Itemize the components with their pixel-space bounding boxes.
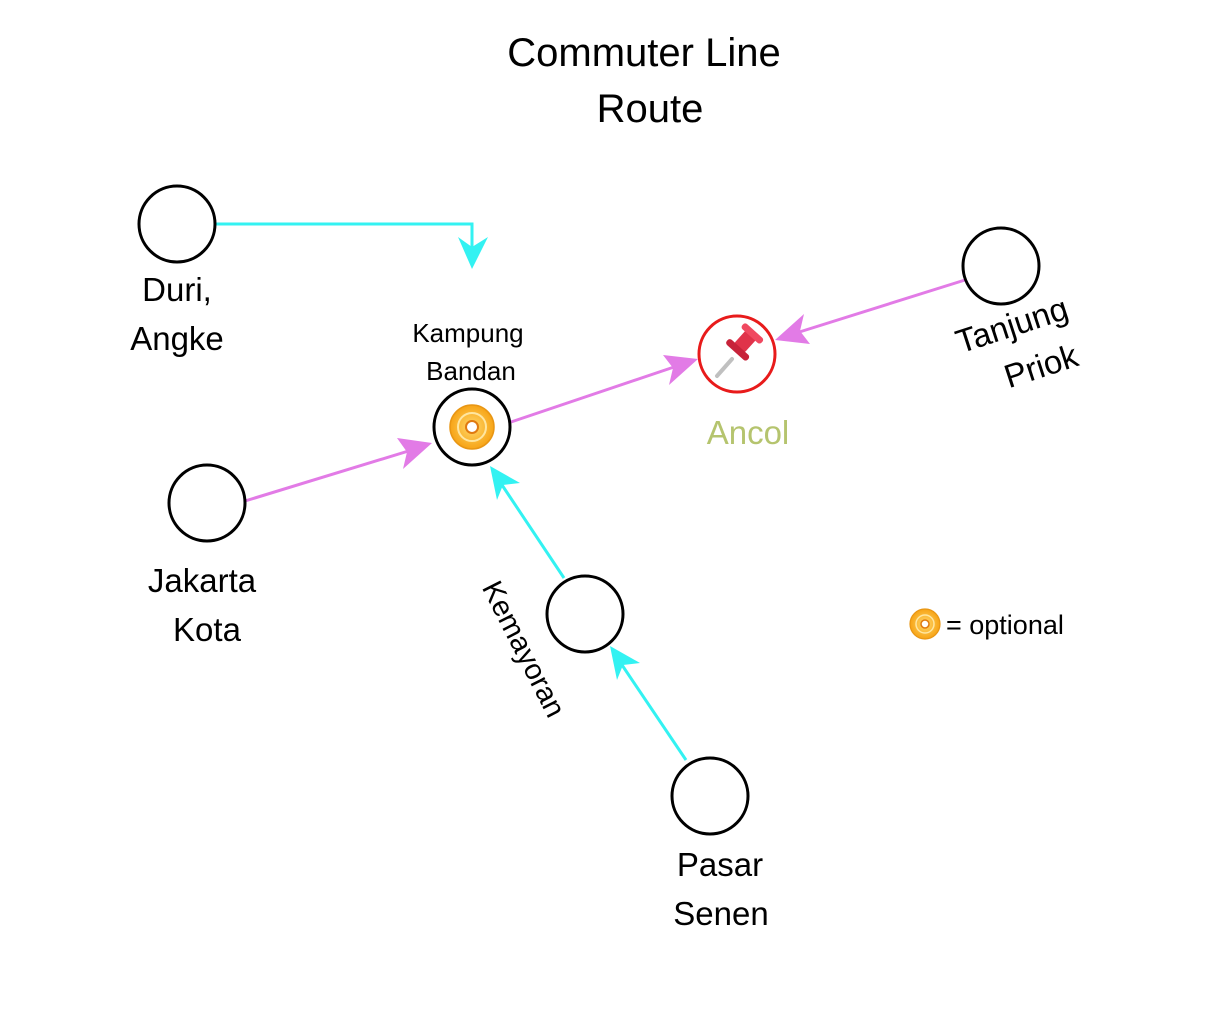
station-node[interactable]: [961, 226, 1041, 306]
station-duri-angke[interactable]: Duri, Angke: [130, 184, 224, 357]
connector-kemayoran-to-kampung-bandan: [490, 466, 566, 579]
connector-jakarta-kota-to-kampung-bandan: [244, 438, 432, 503]
station-pasar-senen[interactable]: Pasar Senen: [670, 756, 769, 932]
legend: = optional: [909, 608, 1064, 640]
diagram-title-line-1: Commuter Line: [507, 31, 780, 75]
optional-disc-icon: [449, 404, 495, 450]
station-node[interactable]: [137, 184, 217, 264]
connector-duri-angke-to-kampung-bandan: [216, 222, 488, 269]
station-label-line-1: Kampung: [412, 318, 523, 348]
station-label: Ancol: [707, 414, 790, 451]
station-node[interactable]: [697, 314, 777, 394]
station-kemayoran[interactable]: Kemayoran: [475, 574, 625, 723]
station-ancol[interactable]: Ancol: [697, 314, 790, 451]
station-label-line-1: Jakarta: [148, 562, 257, 599]
station-tanjung-priok[interactable]: Tanjung Priok: [951, 226, 1087, 406]
connector-kampung-bandan-to-ancol: [510, 355, 698, 424]
station-label-line-1: Duri,: [142, 271, 212, 308]
station-node[interactable]: [670, 756, 750, 836]
diagram-title-line-2: Route: [597, 87, 704, 131]
station-jakarta-kota[interactable]: Jakarta Kota: [148, 463, 257, 648]
station-label-line-1: Pasar: [677, 846, 763, 883]
station-label-line-2: Bandan: [426, 356, 516, 386]
connector-pasar-senen-to-kemayoran: [610, 646, 688, 761]
station-label-line-2: Kota: [173, 611, 242, 648]
legend-text: = optional: [946, 610, 1064, 640]
station-label-line-2: Priok: [999, 336, 1082, 395]
optional-disc-icon: [909, 608, 941, 640]
station-label-line-2: Senen: [673, 895, 768, 932]
pushpin-icon: [715, 323, 764, 378]
connector-tanjung-priok-to-ancol: [775, 278, 966, 344]
station-node[interactable]: [545, 574, 625, 654]
station-label-line-2: Angke: [130, 320, 224, 357]
station-kampung-bandan[interactable]: Kampung Bandan: [412, 318, 524, 467]
station-node[interactable]: [167, 463, 247, 543]
